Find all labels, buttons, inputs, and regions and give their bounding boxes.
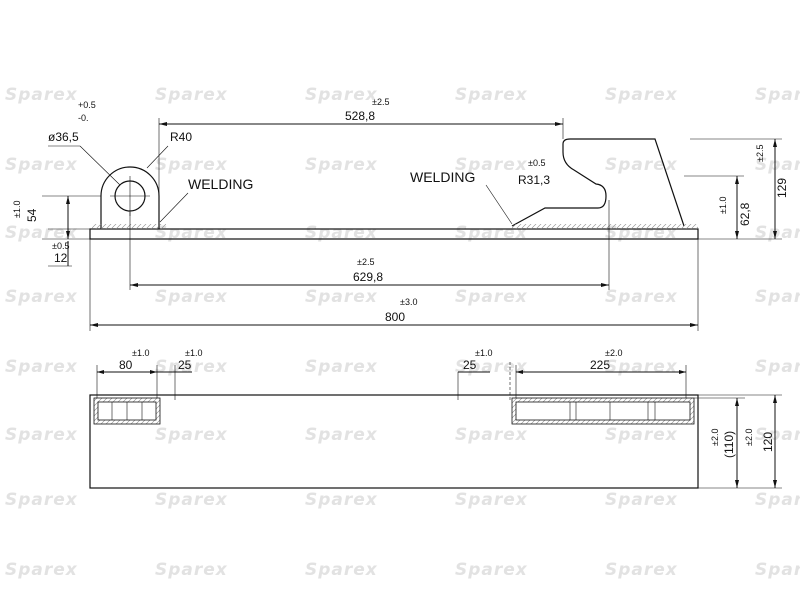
watermark-text: Sparex: [455, 560, 528, 580]
dim-b: 25: [178, 358, 192, 372]
dim-d: 225: [590, 358, 610, 372]
dim-height-right-tol: ±1.0: [718, 197, 728, 214]
watermark-text: Sparex: [155, 85, 228, 105]
dim-thickness-tol: ±0.5: [52, 241, 69, 251]
dim-width-tol: ±2.0: [744, 429, 754, 446]
watermark-text: Sparex: [455, 425, 528, 445]
dim-total-tol: ±3.0: [400, 297, 417, 307]
dim-height-total-tol: ±2.5: [755, 145, 765, 162]
watermark-text: Sparex: [5, 357, 78, 377]
watermark-text: Sparex: [755, 357, 800, 377]
watermark-layer: SparexSparexSparexSparexSparexSparexSpar…: [5, 85, 800, 580]
watermark-text: Sparex: [455, 490, 528, 510]
hook-bracket: [511, 138, 685, 227]
watermark-text: Sparex: [5, 560, 78, 580]
side-view: ±2.5 528,8 ±2.5 629,8 ±3.0 800 ±1.0 54 ±…: [12, 97, 789, 331]
watermark-text: Sparex: [605, 287, 678, 307]
weld-left: [92, 224, 166, 229]
watermark-text: Sparex: [305, 425, 378, 445]
watermark-text: Sparex: [455, 155, 528, 175]
watermark-text: Sparex: [155, 155, 228, 175]
dim-width: 120: [761, 432, 775, 452]
dim-height-left: 54: [25, 208, 39, 222]
dim-d-tol: ±2.0: [605, 348, 622, 358]
dim-b-tol: ±1.0: [185, 348, 202, 358]
watermark-text: Sparex: [755, 223, 800, 243]
watermark-text: Sparex: [755, 425, 800, 445]
dia-tol-plus: +0.5: [78, 100, 96, 110]
watermark-text: Sparex: [755, 287, 800, 307]
dim-height-right: 62,8: [738, 202, 752, 226]
watermark-text: Sparex: [455, 223, 528, 243]
watermark-text: Sparex: [5, 155, 78, 175]
dia-leader: [79, 145, 121, 186]
watermark-text: Sparex: [605, 85, 678, 105]
watermark-text: Sparex: [605, 425, 678, 445]
watermark-text: Sparex: [455, 287, 528, 307]
welding-right-leader: [485, 184, 513, 225]
dim-mid: 629,8: [353, 270, 383, 284]
watermark-text: Sparex: [605, 155, 678, 175]
watermark-text: Sparex: [305, 490, 378, 510]
plate-top-view: [89, 394, 699, 489]
dia-label: ø36,5: [48, 130, 79, 144]
top-view: ±1.0 80 ±1.0 25 ±1.0 25 ±2.0 225 ±2.0 (1…: [89, 348, 782, 489]
watermark-text: Sparex: [755, 155, 800, 175]
r40-leader: [146, 145, 169, 169]
dim-inner: (110): [722, 431, 736, 458]
dim-mid-tol: ±2.5: [357, 257, 374, 267]
watermark-text: Sparex: [5, 425, 78, 445]
watermark-text: Sparex: [155, 357, 228, 377]
dia-tol-minus: -0.: [78, 113, 89, 123]
dim-c-tol: ±1.0: [475, 348, 492, 358]
watermark-text: Sparex: [605, 357, 678, 377]
welding-left-leader: [159, 192, 189, 223]
watermark-text: Sparex: [5, 490, 78, 510]
radius-left: R40: [170, 130, 192, 144]
watermark-text: Sparex: [155, 490, 228, 510]
dim-height-total: 129: [775, 178, 789, 198]
watermark-text: Sparex: [605, 560, 678, 580]
dim-height-left-tol: ±1.0: [12, 201, 22, 218]
radius-right: R31,3: [518, 173, 550, 187]
watermark-text: Sparex: [305, 85, 378, 105]
dim-c: 25: [463, 358, 477, 372]
watermark-text: Sparex: [155, 425, 228, 445]
base-plate: [89, 228, 699, 240]
watermark-text: Sparex: [305, 287, 378, 307]
radius-right-tol: ±0.5: [528, 158, 545, 168]
watermark-text: Sparex: [305, 155, 378, 175]
watermark-text: Sparex: [155, 223, 228, 243]
weld-right: [512, 224, 698, 229]
watermark-text: Sparex: [605, 490, 678, 510]
watermark-text: Sparex: [305, 357, 378, 377]
watermark-text: Sparex: [5, 287, 78, 307]
welding-right-label: WELDING: [410, 169, 475, 185]
watermark-text: Sparex: [455, 85, 528, 105]
watermark-text: Sparex: [155, 560, 228, 580]
watermark-text: Sparex: [755, 560, 800, 580]
dim-a: 80: [119, 358, 133, 372]
watermark-text: Sparex: [155, 287, 228, 307]
eye-lug: [100, 166, 160, 229]
welding-left-label: WELDING: [188, 176, 253, 192]
dim-a-tol: ±1.0: [132, 348, 149, 358]
watermark-text: Sparex: [5, 85, 78, 105]
dim-total: 800: [385, 310, 405, 324]
dim-inner-tol: ±2.0: [710, 429, 720, 446]
dim-thickness: 12: [54, 251, 68, 265]
watermark-text: Sparex: [755, 85, 800, 105]
watermark-text: Sparex: [5, 223, 78, 243]
dim-top-tol: ±2.5: [372, 97, 389, 107]
watermark-text: Sparex: [755, 490, 800, 510]
watermark-text: Sparex: [305, 223, 378, 243]
dim-top: 528,8: [345, 109, 375, 123]
watermark-text: Sparex: [305, 560, 378, 580]
